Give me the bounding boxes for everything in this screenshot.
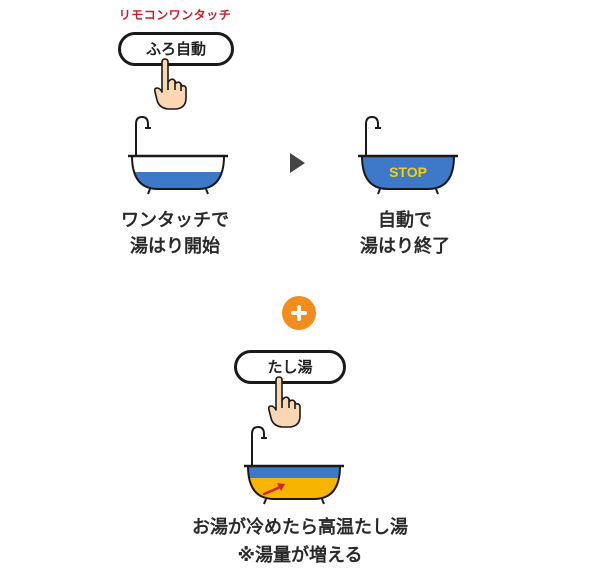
tashiyu-button[interactable]: たし湯 xyxy=(234,350,346,384)
furo-auto-button[interactable]: ふろ自動 xyxy=(118,32,234,66)
stop-label: STOP xyxy=(389,164,427,180)
reheat-line-1: お湯が冷めたら高温たし湯 xyxy=(192,517,408,538)
pointing-hand-icon xyxy=(267,376,301,428)
reheat-caption: お湯が冷めたら高温たし湯 ※湯量が増える xyxy=(150,514,450,570)
step-1-caption: ワンタッチで 湯はり開始 xyxy=(100,208,250,260)
hot-water-arrow-icon xyxy=(262,483,285,496)
bathtub-filling xyxy=(128,115,228,195)
plus-icon xyxy=(282,296,316,330)
step-2-line-1: 自動で xyxy=(378,210,432,231)
remocon-one-touch-label: リモコンワンタッチ xyxy=(118,8,232,22)
step-1-line-1: ワンタッチで xyxy=(121,210,229,231)
reheat-line-2: ※湯量が増える xyxy=(237,545,363,566)
step-2-caption: 自動で 湯はり終了 xyxy=(330,208,480,260)
step-2-line-2: 湯はり終了 xyxy=(360,236,450,257)
bathtub-reheat xyxy=(244,425,344,505)
step-1-line-2: 湯はり開始 xyxy=(130,236,220,257)
arrow-right-icon xyxy=(290,153,305,173)
bathtub-full: STOP xyxy=(358,115,458,195)
pointing-hand-icon xyxy=(153,58,187,110)
